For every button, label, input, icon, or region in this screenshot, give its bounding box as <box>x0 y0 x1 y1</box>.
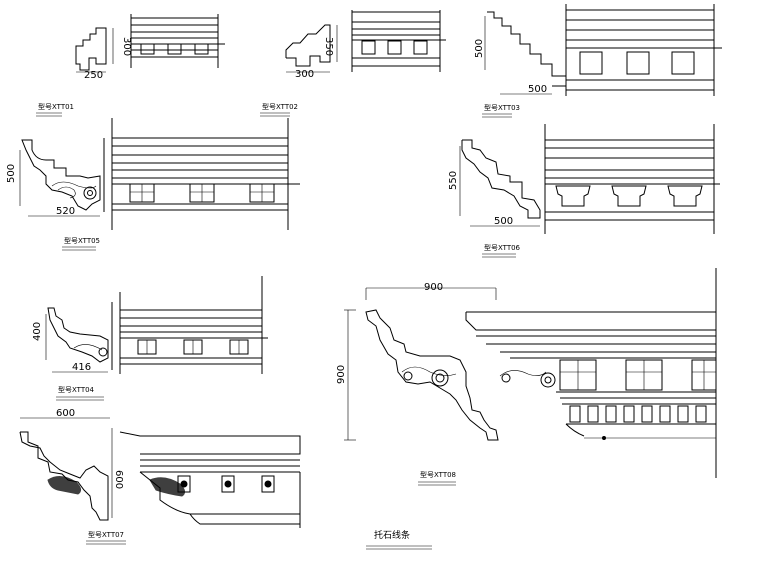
tt08-dim-width: 900 <box>424 282 443 293</box>
tt06-dim-height: 550 <box>448 171 459 190</box>
profile-tt03: 500 500 型号XTT03 <box>474 4 722 118</box>
tt01-elevation <box>130 14 225 68</box>
tt04-model-label: 型号XTT04 <box>58 385 95 394</box>
tt05-dim-height: 500 <box>6 164 17 183</box>
tt04-dim-width: 416 <box>72 362 91 373</box>
tt04-elevation <box>119 276 268 374</box>
tt02-section-outline <box>285 24 331 67</box>
tt03-dim-height: 500 <box>474 39 485 58</box>
tt08-model-label: 型号XTT08 <box>420 470 456 479</box>
tt05-section-outline <box>21 139 101 211</box>
sheet-caption: 托石线条 <box>374 529 410 541</box>
profile-tt04: 400 416 型号XTT04 <box>32 276 268 401</box>
tt01-model-label: 型号XTT01 <box>38 102 74 111</box>
tt05-dim-width: 520 <box>56 206 75 217</box>
tt08-dim-height: 900 <box>336 365 347 384</box>
tt06-elevation <box>544 124 720 234</box>
tt04-dim-height: 400 <box>32 322 43 341</box>
tt03-model-label: 型号XTT03 <box>484 103 520 112</box>
tt07-section-outline <box>19 431 109 521</box>
profile-tt07: 600 600 型号XTT07 <box>19 408 301 545</box>
tt03-elevation <box>565 4 722 96</box>
tt06-section-outline <box>461 139 541 219</box>
profile-tt02: 300 350 型号XTT02 <box>260 10 446 117</box>
tt02-model-label: 型号XTT02 <box>262 102 298 111</box>
tt02-elevation <box>351 10 446 72</box>
tt01-section-outline <box>75 27 107 71</box>
profile-tt06: 550 500 型号XTT06 <box>448 124 720 258</box>
tt07-elevation <box>119 431 301 528</box>
tt03-section-outline <box>487 11 567 87</box>
tt06-model-label: 型号XTT06 <box>484 243 521 252</box>
tt05-model-label: 型号XTT05 <box>64 236 100 245</box>
tt01-dim-height: 300 <box>121 37 132 56</box>
sheet-caption-block: 托石线条 <box>366 529 432 550</box>
tt07-dim-width: 600 <box>56 408 75 419</box>
profile-tt05: 500 520 型号XTT05 <box>6 118 300 251</box>
tt04-section-outline <box>47 307 109 363</box>
tt07-model-label: 型号XTT07 <box>88 530 124 539</box>
tt08-elevation <box>465 268 717 478</box>
tt07-dim-height: 600 <box>113 470 124 489</box>
tt01-dim-width: 250 <box>84 70 103 81</box>
profile-tt01: 250 300 型号XTT01 <box>36 14 225 117</box>
profile-tt08: 900 900 <box>336 268 717 486</box>
tt08-section-outline <box>365 309 499 441</box>
tt02-dim-height: 350 <box>323 37 334 56</box>
tt03-dim-width: 500 <box>528 84 547 95</box>
tt06-dim-width: 500 <box>494 216 513 227</box>
tt02-dim-width: 300 <box>295 69 314 80</box>
tt05-elevation <box>111 118 300 230</box>
